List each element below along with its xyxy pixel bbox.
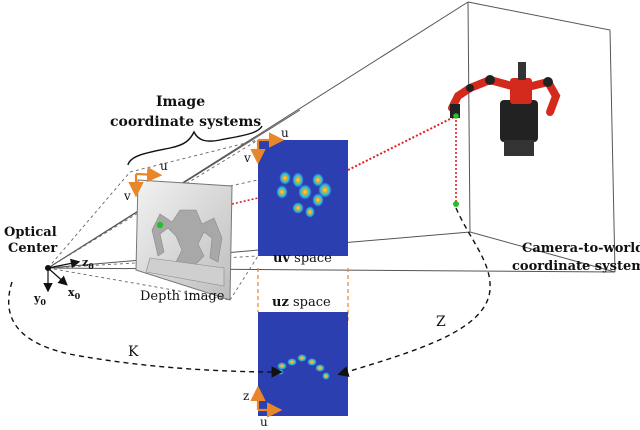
K-label: K [128,344,139,360]
uz-space-bold: uz [272,295,289,310]
camera-to-world-line2: coordinate system [512,259,640,274]
origin-axes [43,258,81,293]
depth-image-icon [145,209,225,287]
red-ray-world [347,115,457,171]
world-green-point [453,201,459,207]
depth-image-caption: Depth image [140,289,225,304]
uz-z-label: z [243,389,249,403]
optical-center-line2: Center [8,241,57,256]
origin-z-label: z0 [82,256,94,271]
uv-heatmap: u v [243,126,348,256]
uz-space-label: uz space [272,295,331,310]
image-systems-title-line2: coordinate systems [110,114,261,130]
red-ray-depth [231,197,259,205]
uv-space-rest: space [290,251,332,266]
uv-space-bold: uv [273,251,290,266]
uv-u-label: u [281,126,289,140]
optical-center-line1: Optical [4,225,57,240]
camera-to-world-line1: Camera-to-world [522,241,640,256]
uv-v-label: v [243,151,251,165]
depth-u-axis [135,166,163,183]
robot-arm-icon [448,62,561,156]
svg-text:uz space: uz space [272,295,331,310]
origin-y-label: y0 [33,292,46,307]
Z-label: Z [436,314,446,330]
image-systems-title-line1: Image [156,94,205,110]
uz-u-label: u [260,415,268,429]
depth-image: u v Depth image [123,159,233,304]
Z-curve [337,207,491,377]
svg-text:uv space: uv space [273,251,332,266]
uz-heatmap: z u [243,312,348,429]
uz-space-rest: space [289,295,331,310]
depth-v-label: v [123,189,131,203]
uv-space-label: uv space [273,251,332,266]
depth-u-label: u [160,159,168,173]
uv-blobs [276,171,332,218]
origin-x-label: x0 [68,286,81,301]
image-systems-brace [127,125,263,166]
depth-green-point [156,221,164,229]
